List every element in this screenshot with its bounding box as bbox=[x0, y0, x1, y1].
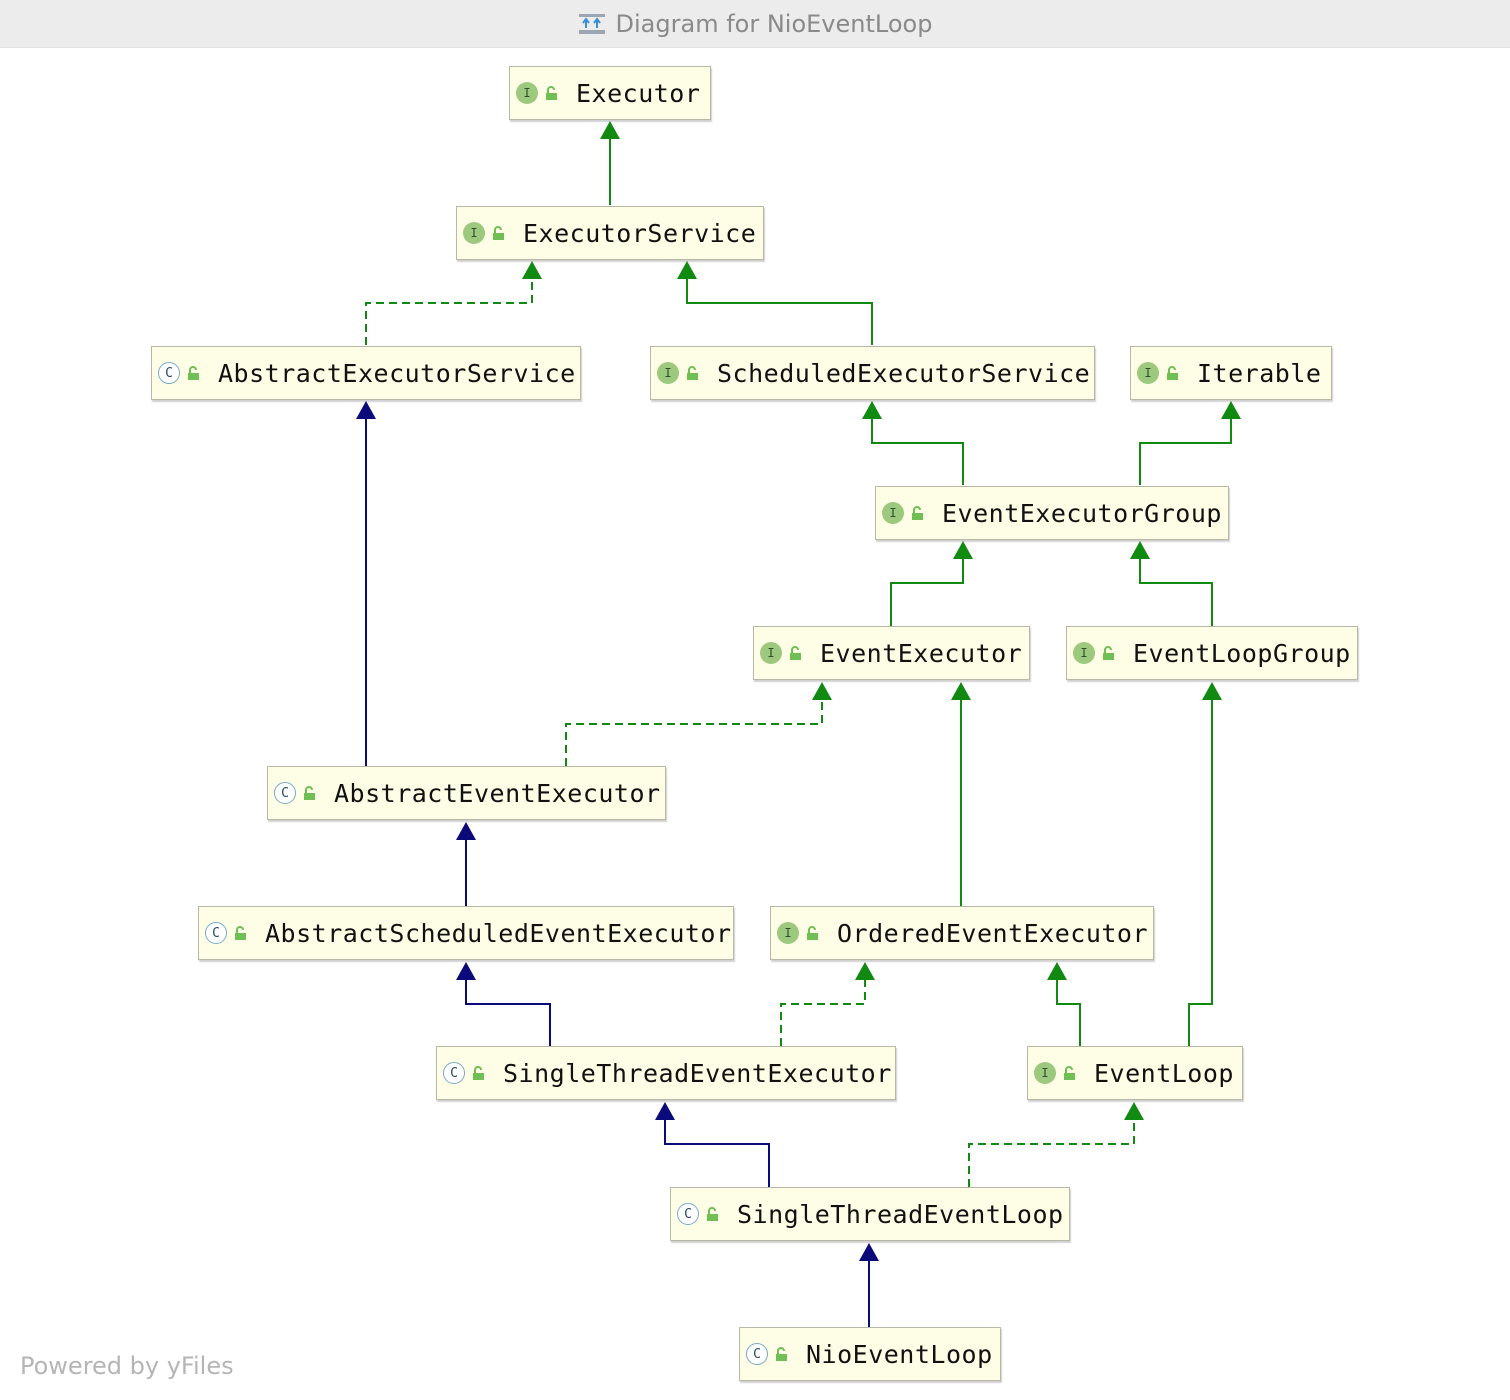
edge-abstractscheduledeventexecutor-abstracteventexecutor[interactable] bbox=[456, 822, 476, 906]
node-label: AbstractExecutorService bbox=[218, 358, 576, 388]
node-abstract-executor-service[interactable]: C AbstractExecutorService bbox=[151, 346, 581, 400]
node-executor-service[interactable]: I ExecutorService bbox=[456, 206, 764, 260]
public-visibility-icon bbox=[705, 1206, 721, 1222]
edge-abstracteventexecutor-eventexecutor[interactable] bbox=[565, 682, 832, 766]
node-ordered-event-executor[interactable]: I OrderedEventExecutor bbox=[770, 906, 1154, 960]
node-label: Executor bbox=[576, 78, 701, 108]
interface-badge-icon: I bbox=[760, 642, 782, 664]
public-visibility-icon bbox=[1101, 645, 1117, 661]
interface-badge-icon: I bbox=[882, 502, 904, 524]
powered-by-text: Powered by yFiles bbox=[20, 1352, 234, 1380]
node-abstract-scheduled-event-executor[interactable]: C AbstractScheduledEventExecutor bbox=[198, 906, 734, 960]
node-abstract-event-executor[interactable]: C AbstractEventExecutor bbox=[267, 766, 666, 820]
public-visibility-icon bbox=[471, 1065, 487, 1081]
node-event-executor-group[interactable]: I EventExecutorGroup bbox=[875, 486, 1229, 540]
node-label: ExecutorService bbox=[523, 218, 757, 248]
node-label: EventLoop bbox=[1094, 1058, 1234, 1088]
edge-scheduledexecutorservice-executorservice[interactable] bbox=[677, 261, 873, 345]
node-executor[interactable]: I Executor bbox=[509, 66, 711, 120]
node-iterable[interactable]: I Iterable bbox=[1130, 346, 1332, 400]
interface-badge-icon: I bbox=[1073, 642, 1095, 664]
node-label: EventLoopGroup bbox=[1133, 638, 1351, 668]
edge-eventexecutorgroup-iterable[interactable] bbox=[1139, 401, 1241, 485]
node-label: OrderedEventExecutor bbox=[837, 918, 1149, 948]
public-visibility-icon bbox=[544, 85, 560, 101]
node-label: NioEventLoop bbox=[806, 1339, 993, 1369]
edge-orderedeventexecutor-eventexecutor[interactable] bbox=[951, 682, 971, 906]
edge-singlethreadeventexecutor-abstractscheduledeventexecutor[interactable] bbox=[456, 962, 551, 1046]
interface-badge-icon: I bbox=[657, 362, 679, 384]
public-visibility-icon bbox=[805, 925, 821, 941]
class-badge-icon: C bbox=[746, 1343, 768, 1365]
edge-eventexecutorgroup-scheduledexecutorservice[interactable] bbox=[862, 401, 964, 485]
public-visibility-icon bbox=[491, 225, 507, 241]
node-scheduled-executor-service[interactable]: I ScheduledExecutorService bbox=[650, 346, 1095, 400]
interface-badge-icon: I bbox=[777, 922, 799, 944]
node-label: AbstractEventExecutor bbox=[334, 778, 661, 808]
public-visibility-icon bbox=[1165, 365, 1181, 381]
interface-badge-icon: I bbox=[463, 222, 485, 244]
public-visibility-icon bbox=[788, 645, 804, 661]
edge-eventexecutor-eventexecutorgroup[interactable] bbox=[890, 541, 973, 626]
interface-badge-icon: I bbox=[516, 82, 538, 104]
public-visibility-icon bbox=[233, 925, 249, 941]
edge-eventloop-orderedeventexecutor[interactable] bbox=[1047, 962, 1081, 1046]
title-bar: Diagram for NioEventLoop bbox=[0, 0, 1510, 48]
edge-eventloopgroup-eventexecutorgroup[interactable] bbox=[1130, 541, 1213, 626]
node-label: EventExecutor bbox=[820, 638, 1023, 668]
class-badge-icon: C bbox=[443, 1062, 465, 1084]
node-label: ScheduledExecutorService bbox=[717, 358, 1091, 388]
class-badge-icon: C bbox=[158, 362, 180, 384]
edge-abstractexecutorservice-executorservice[interactable] bbox=[365, 261, 542, 345]
node-label: SingleThreadEventExecutor bbox=[503, 1058, 892, 1088]
interface-badge-icon: I bbox=[1137, 362, 1159, 384]
edge-executorservice-executor[interactable] bbox=[600, 121, 620, 205]
node-label: Iterable bbox=[1197, 358, 1322, 388]
diagram-icon bbox=[578, 12, 606, 36]
node-single-thread-event-loop[interactable]: C SingleThreadEventLoop bbox=[670, 1187, 1070, 1241]
node-label: SingleThreadEventLoop bbox=[737, 1199, 1064, 1229]
node-event-loop-group[interactable]: I EventLoopGroup bbox=[1066, 626, 1358, 680]
edge-abstracteventexecutor-abstractexecutorservice[interactable] bbox=[356, 401, 376, 766]
title-wrap: Diagram for NioEventLoop bbox=[578, 9, 933, 38]
edge-singlethreadeventloop-singlethreadeventexecutor[interactable] bbox=[655, 1102, 770, 1187]
public-visibility-icon bbox=[186, 365, 202, 381]
public-visibility-icon bbox=[302, 785, 318, 801]
edge-nioeventloop-singlethreadeventloop[interactable] bbox=[859, 1243, 879, 1327]
node-single-thread-event-executor[interactable]: C SingleThreadEventExecutor bbox=[436, 1046, 896, 1100]
edge-singlethreadeventloop-eventloop[interactable] bbox=[968, 1102, 1144, 1187]
public-visibility-icon bbox=[685, 365, 701, 381]
node-nio-event-loop[interactable]: C NioEventLoop bbox=[739, 1327, 1001, 1381]
node-event-executor[interactable]: I EventExecutor bbox=[753, 626, 1030, 680]
node-label: EventExecutorGroup bbox=[942, 498, 1222, 528]
window-title: Diagram for NioEventLoop bbox=[615, 9, 933, 38]
public-visibility-icon bbox=[910, 505, 926, 521]
public-visibility-icon bbox=[1062, 1065, 1078, 1081]
node-event-loop[interactable]: I EventLoop bbox=[1027, 1046, 1243, 1100]
edge-singlethreadeventexecutor-orderedeventexecutor[interactable] bbox=[780, 962, 875, 1046]
interface-badge-icon: I bbox=[1034, 1062, 1056, 1084]
public-visibility-icon bbox=[774, 1346, 790, 1362]
class-badge-icon: C bbox=[677, 1203, 699, 1225]
node-label: AbstractScheduledEventExecutor bbox=[265, 918, 732, 948]
edge-eventloop-eventloopgroup[interactable] bbox=[1188, 682, 1222, 1046]
class-badge-icon: C bbox=[205, 922, 227, 944]
class-badge-icon: C bbox=[274, 782, 296, 804]
